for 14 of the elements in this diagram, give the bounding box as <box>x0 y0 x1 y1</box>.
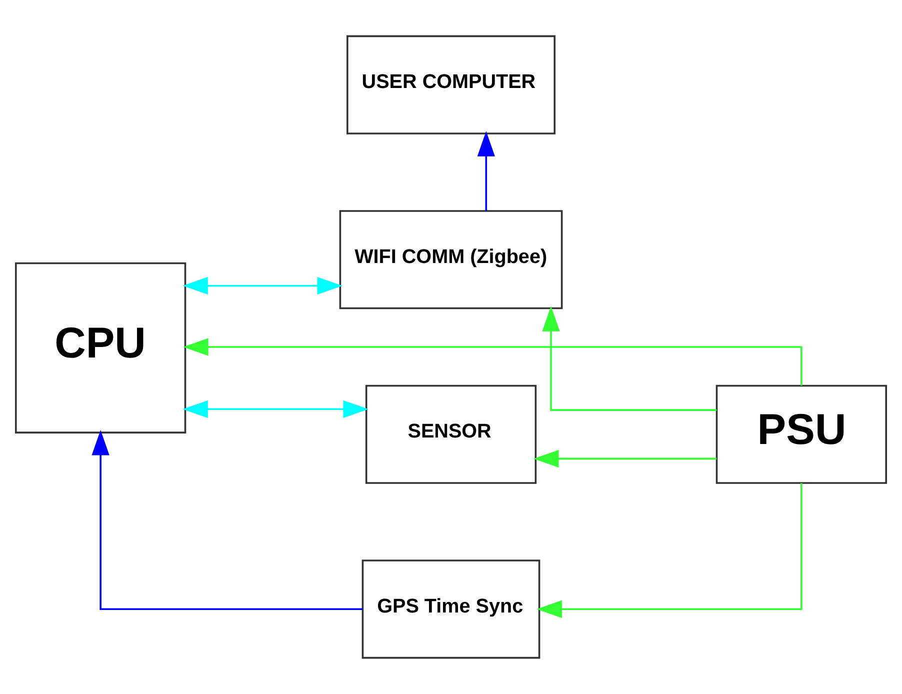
arrow <box>542 306 717 411</box>
arrow <box>534 450 717 468</box>
arrow <box>477 131 495 211</box>
arrow <box>536 483 802 618</box>
node-box: CPU <box>15 262 186 434</box>
node-box: WIFI COMM (Zigbee) <box>339 210 563 310</box>
arrow <box>182 400 368 418</box>
arrow <box>182 276 342 295</box>
node-box: PSU <box>716 384 887 484</box>
node-box: USER COMPUTER <box>346 35 556 134</box>
node-box: SENSOR <box>365 384 537 484</box>
node-box: GPS Time Sync <box>362 560 540 659</box>
arrow <box>183 338 802 386</box>
arrow <box>92 430 363 610</box>
